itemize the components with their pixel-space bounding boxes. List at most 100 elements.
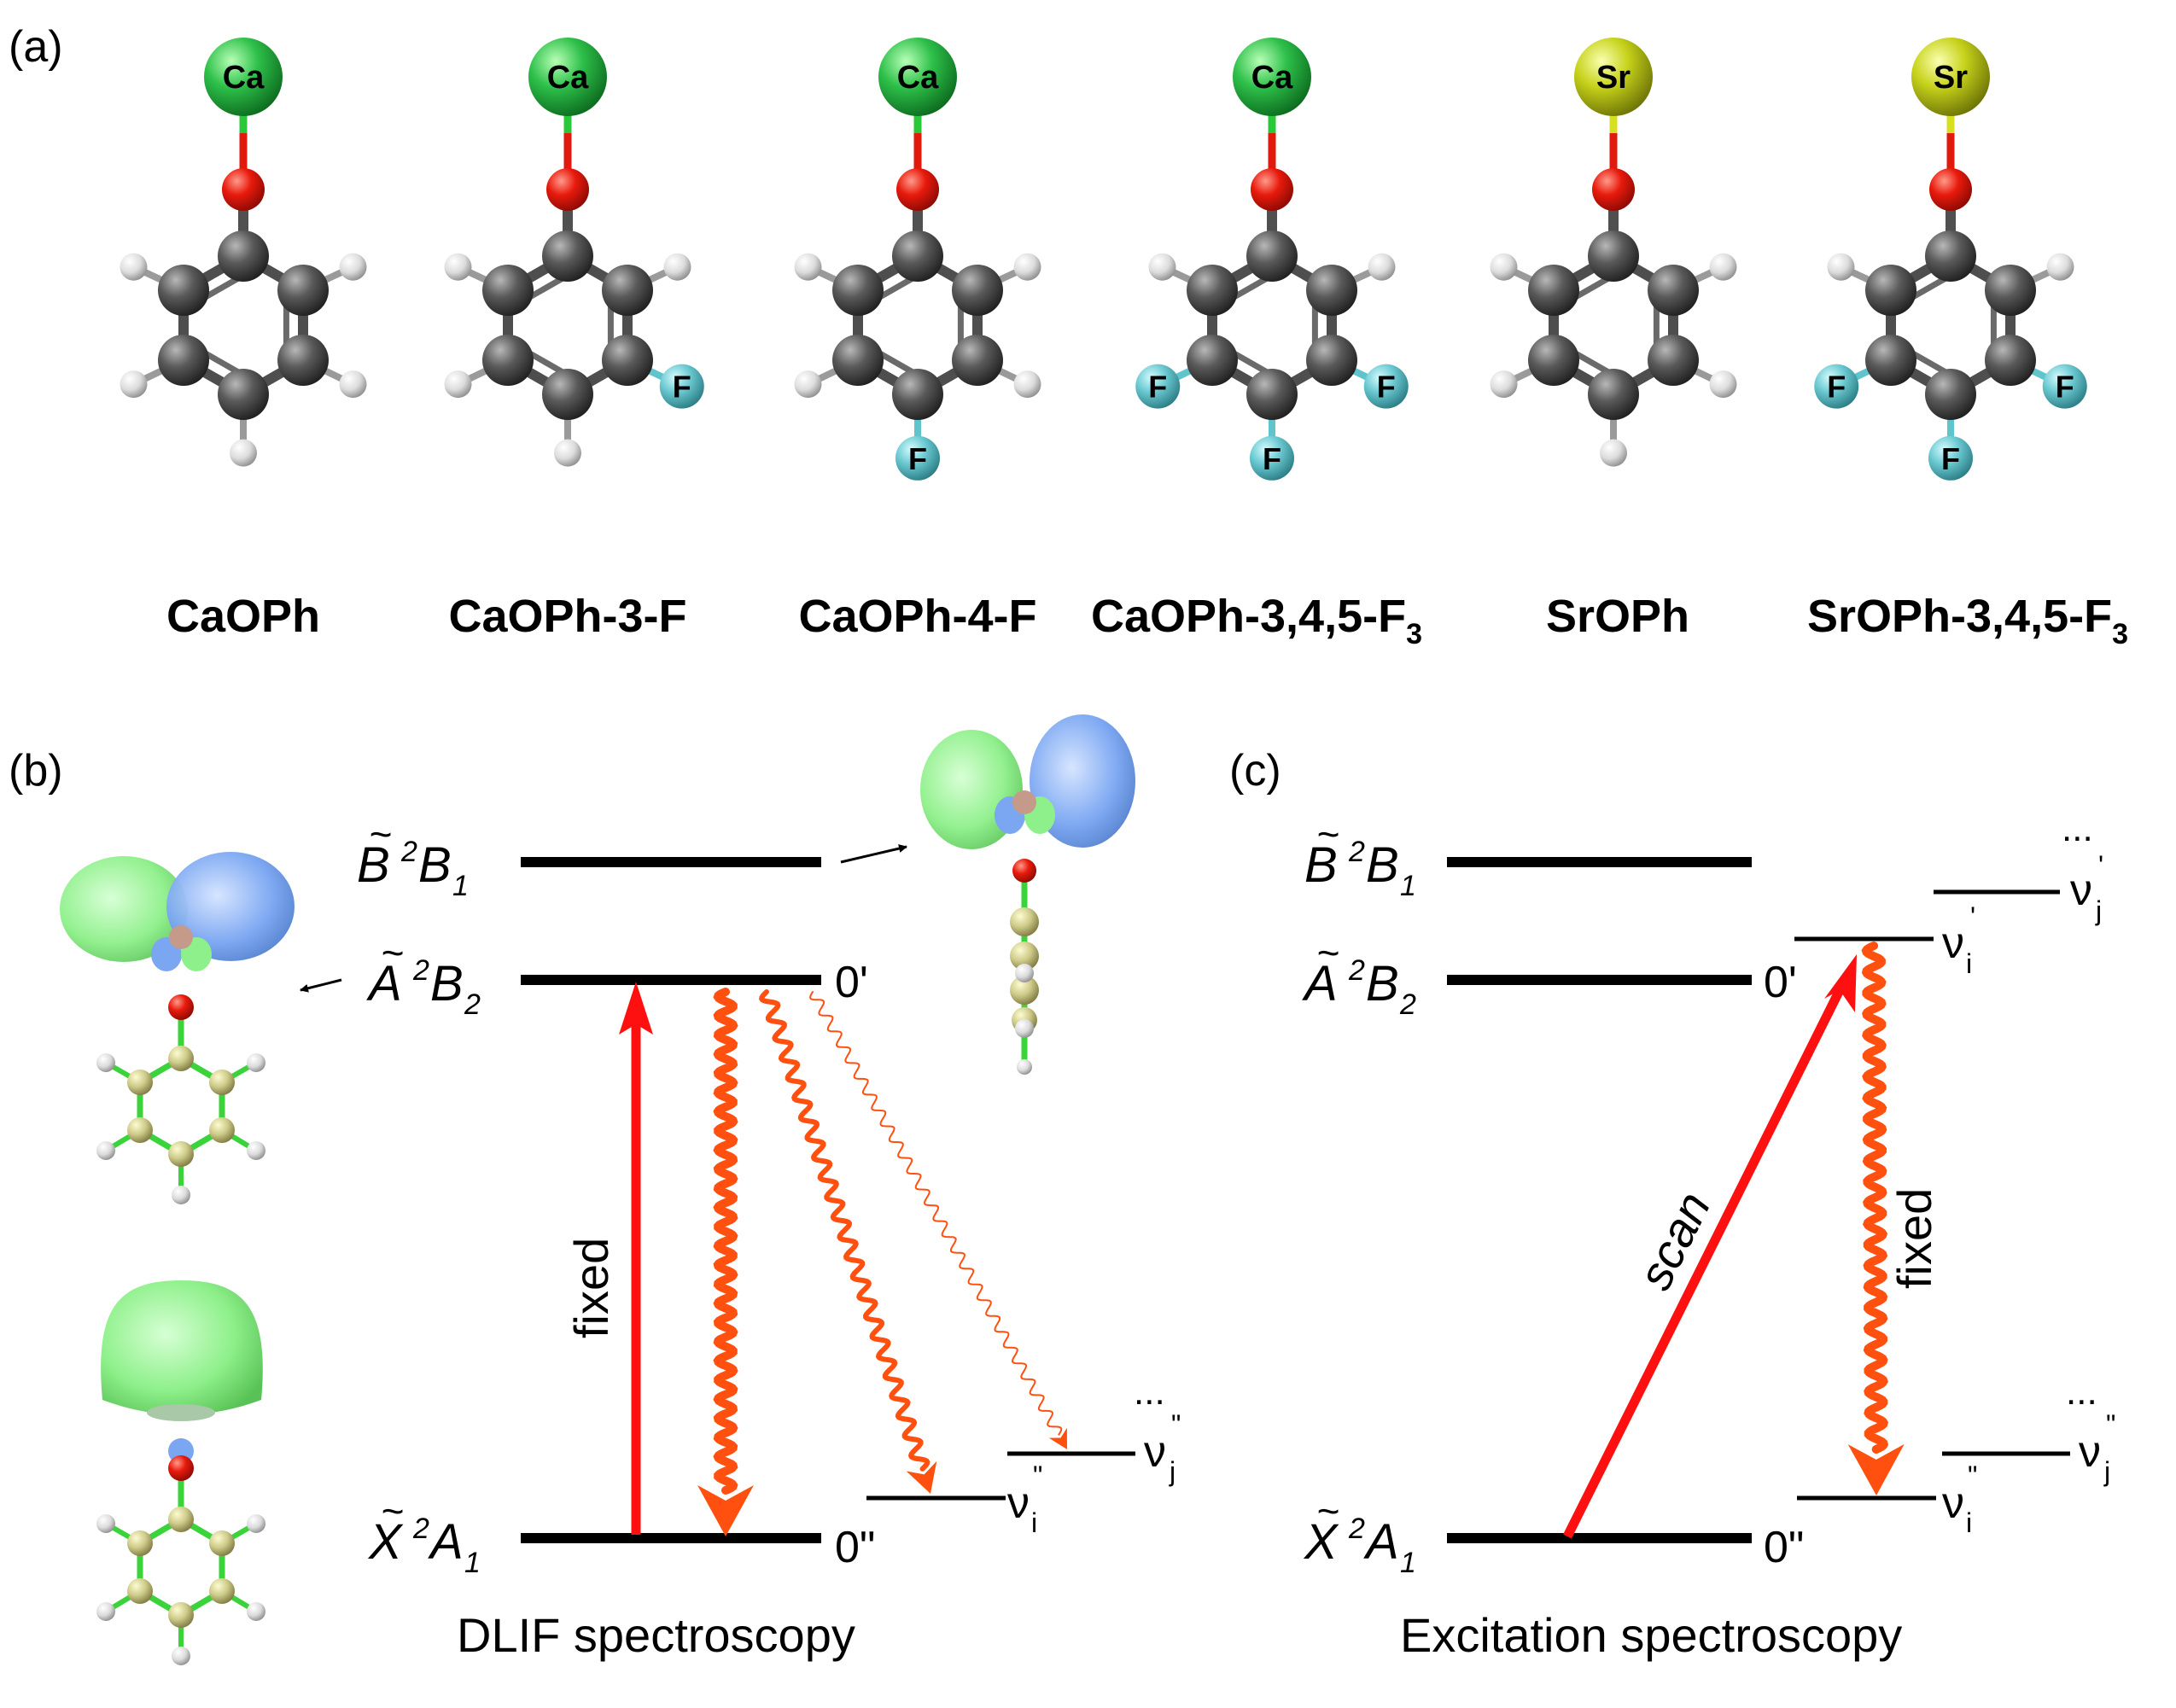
svg-text:": " — [1033, 1460, 1042, 1491]
svg-text:A: A — [1363, 1514, 1399, 1570]
svg-text:': ' — [2098, 850, 2103, 881]
scan-arrow-c — [1563, 954, 1857, 1539]
svg-text:ν: ν — [1144, 1427, 1166, 1477]
fluorine-atom-label: F — [1941, 441, 1960, 476]
ellipsis-c-upper: ... — [2062, 807, 2093, 849]
svg-text:ν: ν — [2079, 1427, 2101, 1477]
caption-c: Excitation spectroscopy — [1400, 1608, 1902, 1662]
molecule-name: CaOPh — [166, 591, 320, 642]
svg-text:2: 2 — [1348, 1513, 1365, 1545]
panel-label-c: (c) — [1229, 746, 1281, 796]
svg-text:~: ~ — [1316, 812, 1339, 856]
svg-text:~: ~ — [381, 1489, 404, 1533]
fixed-label-b: fixed — [564, 1238, 618, 1338]
molecule-caoph: Ca — [120, 38, 367, 467]
label-nu-i-prime-c: ν i ' — [1942, 901, 1975, 979]
fixed-label-c: fixed — [1887, 1188, 1941, 1289]
label-nu-i-dprime-c: ν i " — [1942, 1460, 1977, 1538]
fluorine-atom — [1250, 435, 1294, 481]
orbital-a-state — [60, 852, 295, 1204]
emission-arrow-1 — [759, 989, 937, 1494]
svg-text:": " — [2106, 1409, 2115, 1440]
svg-text:1: 1 — [1400, 1547, 1416, 1579]
metal-atom — [204, 38, 283, 116]
metal-atom-label: Ca — [547, 60, 589, 96]
orbital-b-state — [920, 714, 1135, 1075]
fluorine-atom — [1135, 364, 1181, 409]
svg-text:B: B — [357, 837, 390, 893]
panel-label-b: (b) — [9, 746, 63, 796]
svg-text:": " — [1171, 1409, 1181, 1440]
label-lower-zero-b: 0" — [835, 1523, 875, 1572]
ellipsis-b: ... — [1134, 1371, 1165, 1413]
emission-arrow-2 — [809, 991, 1067, 1449]
svg-text:1: 1 — [1400, 870, 1416, 902]
panel-label-a: (a) — [9, 22, 63, 72]
fluorine-atom-label: F — [2056, 370, 2074, 405]
molecule-name: SrOPh — [1546, 591, 1689, 642]
svg-text:A: A — [366, 956, 402, 1011]
svg-text:j: j — [2103, 1456, 2110, 1487]
fluorine-atom — [2042, 364, 2087, 409]
label-lower-zero-c: 0" — [1764, 1523, 1804, 1572]
svg-text:ν: ν — [2070, 866, 2092, 915]
fluorine-atom — [659, 364, 704, 409]
svg-text:~: ~ — [381, 930, 404, 975]
metal-atom — [1233, 38, 1311, 116]
metal-atom-label: Sr — [1596, 60, 1631, 96]
fluorine-atom-label: F — [1263, 441, 1281, 476]
fluorine-atom-label: F — [908, 441, 927, 476]
molecule-sroph: Sr — [1490, 38, 1737, 467]
emission-arrow-0 — [697, 988, 754, 1536]
emission-arrow-fixed-c — [1847, 941, 1905, 1495]
molecule-name: SrOPh-3,4,5-F3 — [1807, 591, 2128, 650]
excitation-arrow-b — [619, 982, 653, 1535]
svg-text:ν: ν — [1007, 1478, 1030, 1528]
pointer-arrow-a — [300, 978, 342, 993]
svg-text:ν: ν — [1942, 918, 1964, 968]
label-nu-j-dprime-b: ν j " — [1144, 1409, 1181, 1487]
molecule-caoph-3-f: F Ca — [444, 38, 704, 467]
svg-text:2: 2 — [1348, 954, 1365, 987]
orbital-x-state — [96, 1280, 265, 1665]
metal-atom-label: Ca — [223, 60, 265, 96]
svg-text:': ' — [1970, 901, 1975, 932]
molecule-caoph-4-f: F Ca — [794, 38, 1041, 481]
label-nu-j-prime-c: ν j ' — [2070, 850, 2103, 926]
svg-text:2: 2 — [464, 988, 481, 1021]
svg-text:2: 2 — [412, 954, 429, 987]
pointer-arrow-b — [840, 844, 907, 864]
fluorine-atom — [895, 435, 940, 481]
molecule-name: CaOPh-3-F — [448, 591, 686, 642]
svg-text:B: B — [1366, 837, 1399, 893]
svg-text:i: i — [1966, 1507, 1972, 1538]
svg-text:2: 2 — [412, 1513, 429, 1545]
metal-atom-label: Ca — [897, 60, 939, 96]
metal-atom — [1911, 38, 1990, 116]
fluorine-atom-label: F — [673, 370, 691, 405]
svg-text:1: 1 — [452, 870, 469, 902]
metal-atom-label: Ca — [1251, 60, 1293, 96]
svg-text:2: 2 — [1399, 988, 1416, 1021]
metal-atom — [878, 38, 957, 116]
svg-text:X: X — [1303, 1514, 1339, 1570]
svg-text:2: 2 — [400, 836, 417, 868]
svg-text:2: 2 — [1348, 836, 1365, 868]
fluorine-atom-label: F — [1827, 370, 1846, 405]
svg-text:j: j — [1169, 1456, 1176, 1487]
svg-text:~: ~ — [1316, 1489, 1339, 1533]
fluorine-atom — [1363, 364, 1409, 409]
metal-atom — [528, 38, 607, 116]
scan-label-c: scan — [1627, 1183, 1720, 1297]
svg-text:i: i — [1966, 948, 1972, 979]
